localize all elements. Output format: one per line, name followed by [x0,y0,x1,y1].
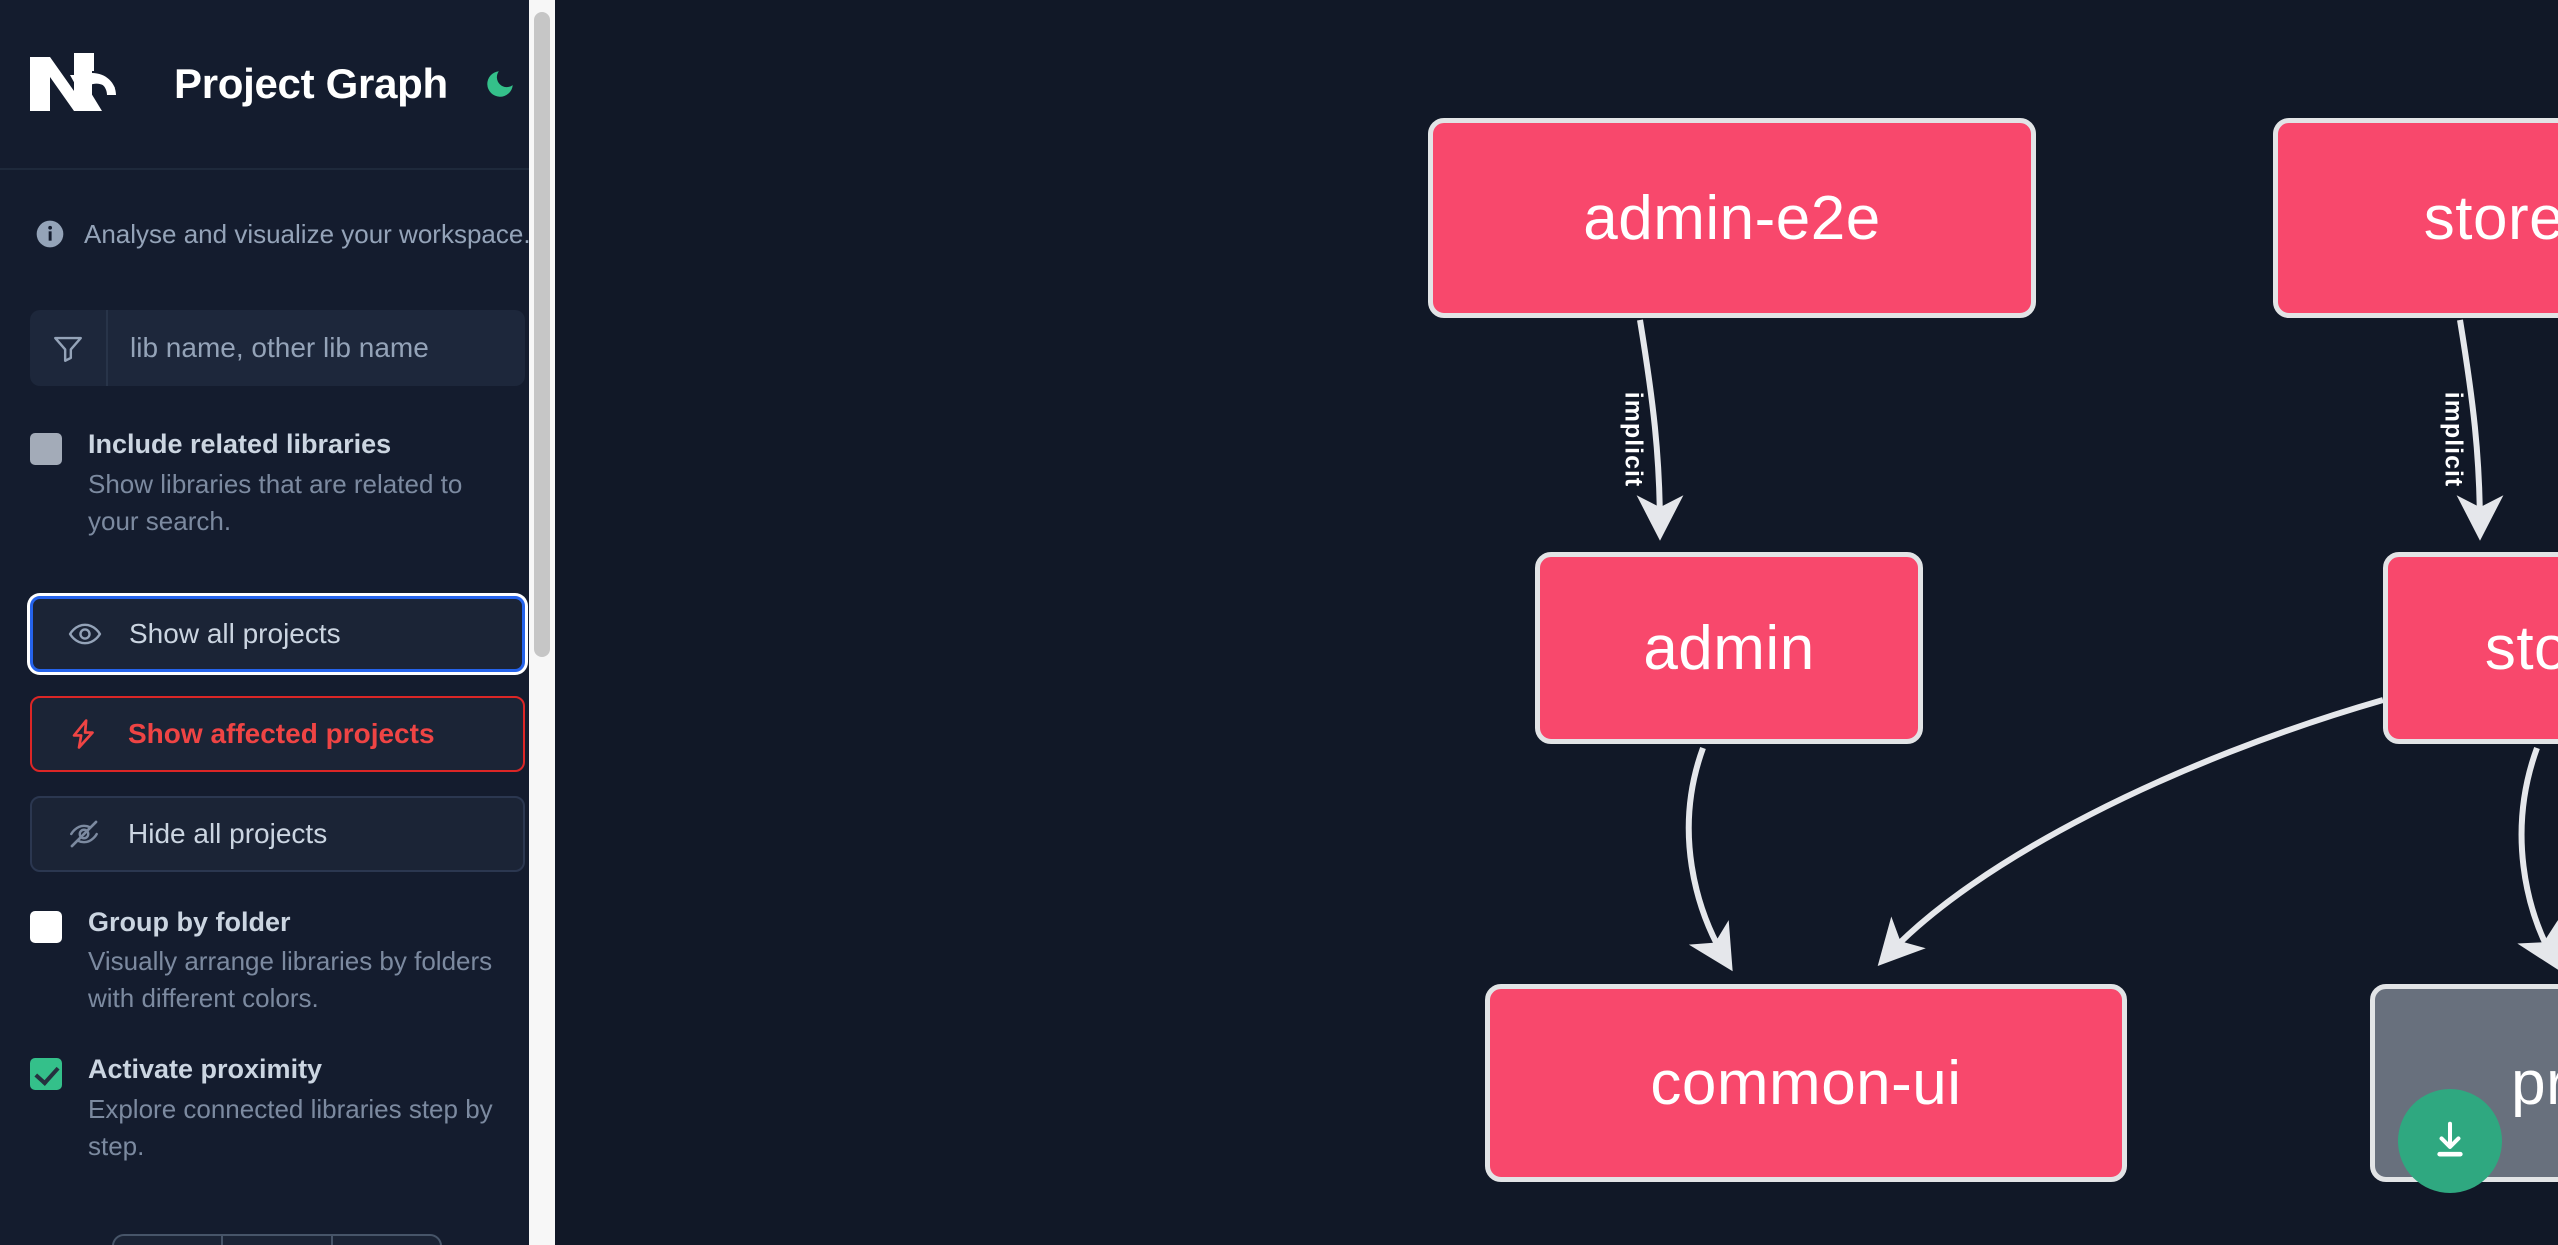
show-affected-projects-label: Show affected projects [128,717,435,749]
graph-node-store-e2e[interactable]: store-e2e [2273,118,2558,318]
option-group-by-folder[interactable]: Group by folder Visually arrange librari… [0,906,555,1018]
edge-label-implicit-admin: implicit [1619,391,1648,488]
eye-icon [67,616,103,652]
graph-edges [1636,319,2558,972]
edge-admin-common-ui [1685,746,1733,972]
option-description: Visually arrange libraries by folders wi… [88,946,493,1014]
checkbox-group-by-folder[interactable] [30,910,62,943]
search-input[interactable] [108,310,525,386]
option-description: Explore connected libraries step by step… [88,1093,493,1161]
download-button[interactable] [2398,1089,2502,1193]
graph-node-admin-e2e[interactable]: admin-e2e [1428,118,2036,318]
checkbox-activate-proximity[interactable] [30,1058,62,1091]
option-text: Group by folder Visually arrange librari… [88,906,525,1018]
edge-store-e2e-store [2456,319,2504,541]
show-affected-projects-button[interactable]: Show affected projects [30,695,525,772]
option-label: Activate proximity [88,1054,323,1085]
option-activate-proximity[interactable]: Activate proximity Explore connected lib… [0,1053,555,1165]
download-icon [2427,1117,2473,1166]
checkbox-include-related-libraries[interactable] [30,433,62,465]
segment-3[interactable] [333,1236,440,1245]
sidebar: Project Graph Analyse and visualize yo [0,0,555,1245]
checkbox-cell [30,428,88,540]
search-field[interactable] [30,310,525,386]
option-include-related-libraries[interactable]: Include related libraries Show libraries… [0,428,555,540]
checkbox-cell [30,906,88,1018]
option-label: Include related libraries [88,429,392,459]
hide-all-projects-label: Hide all projects [128,817,328,849]
eye-slash-icon [66,816,102,852]
proximity-segmented-control[interactable] [112,1234,442,1245]
graph-node-common-ui[interactable]: common-ui [1485,984,2127,1182]
edge-label-implicit-store: implicit [2439,391,2468,488]
sidebar-scrollbar-thumb[interactable] [534,12,550,657]
option-label: Group by folder [88,906,291,937]
edge-store-common-ui [1877,697,2384,966]
option-description: Show libraries that are related to your … [88,468,463,536]
edge-store-products [2517,746,2558,972]
info-icon [34,218,66,250]
sidebar-header: Project Graph [0,0,555,170]
edge-admin-e2e-admin [1636,319,1684,541]
sidebar-scrollbar[interactable] [529,0,555,1245]
moon-icon[interactable] [480,64,520,104]
option-text: Activate proximity Explore connected lib… [88,1053,525,1165]
tagline: Analyse and visualize your workspace. [0,170,555,250]
lightning-bolt-icon [66,716,102,752]
tagline-text: Analyse and visualize your workspace. [84,218,531,249]
checkbox-cell [30,1053,88,1165]
action-buttons: Show all projects Show affected projects [0,595,555,872]
page-title: Project Graph [174,60,448,107]
graph-node-store[interactable]: store [2383,552,2558,744]
graph-node-admin[interactable]: admin [1535,552,1923,744]
graph-canvas[interactable]: admin-e2e store-e2e admin store common-u… [555,0,2558,1245]
option-text: Include related libraries Show libraries… [88,428,525,540]
show-all-projects-label: Show all projects [129,617,341,649]
nx-logo-icon [30,53,122,115]
hide-all-projects-button[interactable]: Hide all projects [30,795,525,872]
sidebar-content: Project Graph Analyse and visualize yo [0,0,555,1245]
filter-funnel-icon[interactable] [30,310,108,386]
show-all-projects-button[interactable]: Show all projects [30,595,525,672]
segment-1[interactable] [114,1236,224,1245]
segment-2[interactable] [223,1236,333,1245]
